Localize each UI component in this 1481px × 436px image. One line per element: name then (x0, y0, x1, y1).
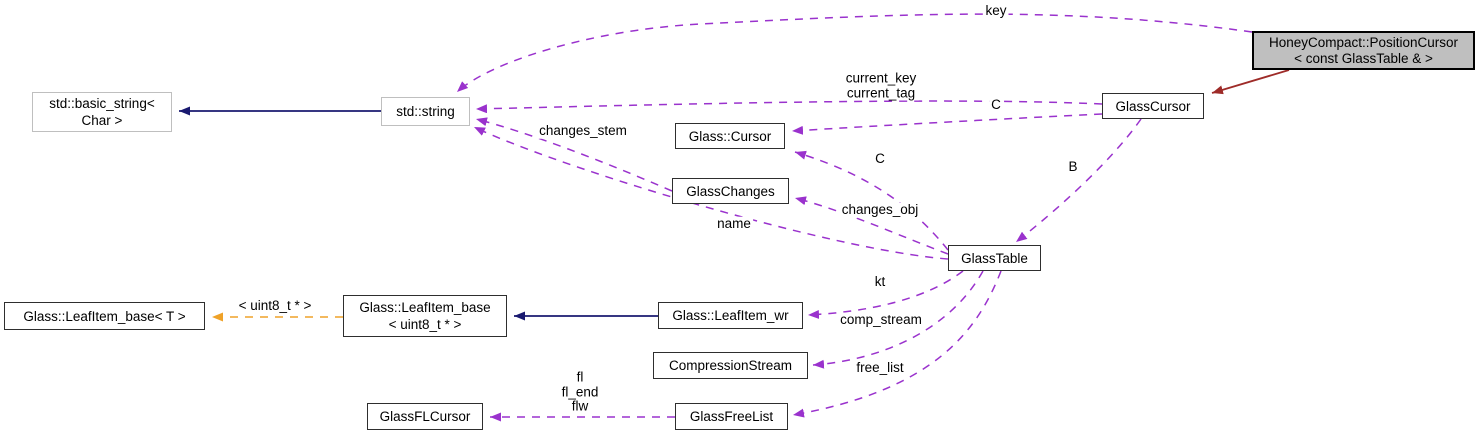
node-glass-leafitem-base-t[interactable]: Glass::LeafItem_base< T > (4, 302, 205, 330)
edge-key-positioncursor-to-stdstring (456, 13, 1253, 93)
edge-label-key: key (983, 2, 1009, 19)
edge-label-b: B (1066, 158, 1080, 175)
edge-kt-glasstable-to-leafitemwr (807, 270, 964, 319)
node-std-basic-string: std::basic_string< Char > (32, 92, 172, 132)
node-glasschanges[interactable]: GlassChanges (672, 178, 789, 204)
edge-b-glasscursor-to-glasstable (1015, 118, 1142, 243)
node-compressionstream[interactable]: CompressionStream (653, 352, 808, 379)
edge-label-fl-group: fl fl_end flw (559, 369, 601, 414)
edge-label-c-glasscursor: C (989, 96, 1003, 113)
edge-label-kt: kt (872, 273, 888, 290)
node-honeycompact-positioncursor: HoneyCompact::PositionCursor < const Gla… (1252, 31, 1475, 70)
edge-c-glasscursor-to-glasscursorclass (791, 113, 1103, 135)
node-glasscursor[interactable]: GlassCursor (1102, 93, 1204, 119)
edge-changesstem-glasschanges-to-stdstring (475, 117, 673, 192)
edge-label-comp-stream: comp_stream (838, 311, 924, 328)
node-glass-leafitem-base-uint8[interactable]: Glass::LeafItem_base < uint8_t * > (343, 295, 507, 337)
edge-name-glasstable-to-stdstring (473, 126, 949, 260)
edge-changesobj-glasstable-to-glasschanges (794, 196, 949, 255)
edge-freelist-glasstable-to-glassfreelist (792, 270, 1002, 418)
edge-label-name: name (715, 215, 753, 232)
node-glass-cursor[interactable]: Glass::Cursor (675, 123, 785, 149)
node-glass-leafitem-wr[interactable]: Glass::LeafItem_wr (658, 302, 803, 329)
node-glasstable[interactable]: GlassTable (948, 245, 1041, 271)
edge-c-glasstable-to-glasscursorclass (794, 150, 949, 251)
edge-label-free-list: free_list (854, 359, 906, 376)
edge-inherit-positioncursor-glasscursor (1211, 69, 1290, 95)
edge-label-changes-obj: changes_obj (839, 201, 921, 218)
edge-label-changes-stem: changes_stem (537, 122, 629, 139)
edge-label-c-glasstable: C (873, 150, 887, 167)
edge-currentkey-glasscursor-to-stdstring (475, 100, 1103, 114)
node-glassfreelist[interactable]: GlassFreeList (675, 403, 788, 430)
node-glassflcursor[interactable]: GlassFLCursor (367, 403, 483, 430)
node-std-string: std::string (381, 97, 470, 126)
edge-label-template-args: < uint8_t * > (236, 297, 314, 314)
edge-label-current-key-tag: current_key current_tag (843, 70, 919, 101)
